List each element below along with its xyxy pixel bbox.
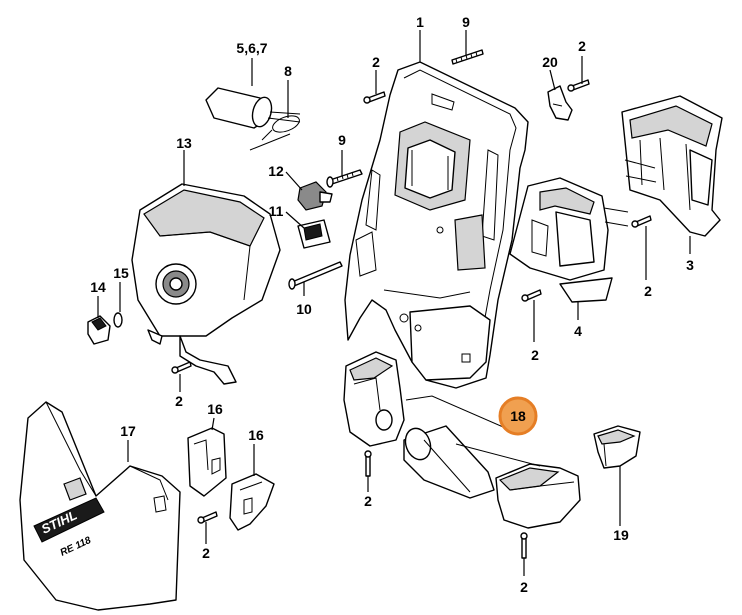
callout-9-top[interactable]: 9: [462, 14, 470, 30]
part-19-nozzle[interactable]: [593, 425, 641, 469]
part-16-clamp-upper[interactable]: [187, 427, 227, 497]
part-12-knob[interactable]: [297, 181, 333, 211]
part-10-rod: [288, 261, 343, 290]
part-2-screw-c: [631, 215, 652, 228]
part-2-screw-e: [171, 361, 192, 374]
part-2-screw-g: [364, 450, 372, 477]
part-2-screw-f: [197, 511, 218, 524]
callout-11[interactable]: 11: [269, 203, 284, 219]
callout-9-mid[interactable]: 9: [338, 132, 346, 148]
part-9-screw-mid: [326, 169, 363, 188]
callout-2-g[interactable]: 2: [364, 493, 372, 509]
callout-2-e[interactable]: 2: [175, 393, 183, 409]
callout-10[interactable]: 10: [296, 301, 312, 317]
part-1-main-housing[interactable]: [344, 61, 529, 389]
callout-8[interactable]: 8: [284, 63, 292, 79]
callout-2-f[interactable]: 2: [202, 545, 210, 561]
callout-16-upper[interactable]: 16: [207, 401, 223, 417]
part-13-motor-cover[interactable]: [131, 183, 281, 385]
part-16-clamp-lower[interactable]: [229, 473, 275, 531]
callout-2-h[interactable]: 2: [520, 579, 528, 595]
callout-5-6-7[interactable]: 5,6,7: [236, 40, 267, 56]
callout-16-lower[interactable]: 16: [248, 427, 264, 443]
part-2-screw-d: [521, 289, 542, 302]
callout-17[interactable]: 17: [120, 423, 136, 439]
part-3-duct-housing[interactable]: [621, 95, 723, 237]
callout-2-b[interactable]: 2: [578, 38, 586, 54]
callout-12[interactable]: 12: [268, 163, 284, 179]
part-20-bracket[interactable]: [547, 85, 573, 121]
callout-13[interactable]: 13: [176, 135, 192, 151]
callout-2-d[interactable]: 2: [531, 347, 539, 363]
part-2-screw-b: [567, 79, 590, 92]
callout-2-a[interactable]: 2: [372, 54, 380, 70]
callout-18-highlight: [498, 396, 538, 436]
part-5-6-7-capacitor[interactable]: [205, 87, 301, 151]
callout-2-c[interactable]: 2: [644, 283, 652, 299]
leader-lines: [97, 30, 691, 576]
part-2-screw-h: [520, 532, 528, 559]
callout-4[interactable]: 4: [574, 323, 582, 339]
callout-20[interactable]: 20: [542, 54, 558, 70]
part-2-screw-a: [363, 91, 386, 104]
part-11-switch[interactable]: [297, 219, 331, 249]
part-14-button[interactable]: [87, 315, 111, 345]
part-17-front-cover[interactable]: STIHL RE 118: [19, 401, 181, 611]
callout-19[interactable]: 19: [613, 527, 629, 543]
part-4-fan-unit[interactable]: [509, 177, 629, 303]
callout-3[interactable]: 3: [686, 257, 694, 273]
callout-14[interactable]: 14: [90, 279, 106, 295]
callout-15[interactable]: 15: [113, 265, 129, 281]
callout-1[interactable]: 1: [416, 14, 424, 30]
part-8-cable-tie: [261, 115, 300, 141]
callout-labels: 1 9 2 20 2 5,6,7 8 9 13 12 11 10 14 15 2…: [90, 14, 694, 595]
part-9-screw-top: [451, 49, 484, 65]
part-18-hose-assembly[interactable]: [343, 351, 581, 529]
callout-18[interactable]: 18: [510, 408, 526, 424]
part-15-ring: [113, 312, 123, 328]
